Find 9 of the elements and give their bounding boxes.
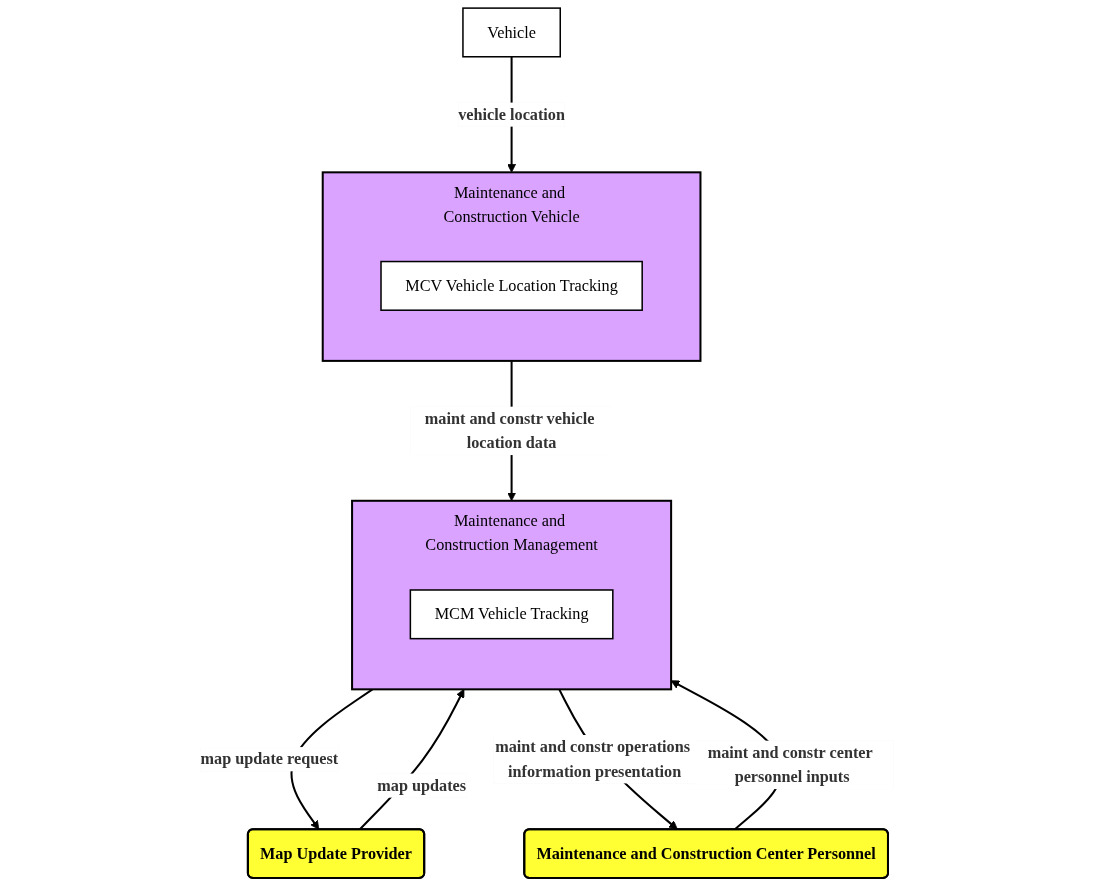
edge-label: maint and constr operations information presentation <box>495 738 690 780</box>
node-box: Vehicle <box>462 7 561 58</box>
node-box: MCV Vehicle Location Tracking <box>380 260 643 311</box>
edge-label: map updates <box>377 776 467 794</box>
node-box: MCM Vehicle Tracking <box>409 589 614 640</box>
edge-label: map update request <box>200 750 339 768</box>
edge-label: vehicle location <box>458 105 565 123</box>
edge-label: maint and constr center personnel inputs <box>707 743 873 786</box>
edge-label: maint and constr vehicle location data <box>424 409 595 452</box>
